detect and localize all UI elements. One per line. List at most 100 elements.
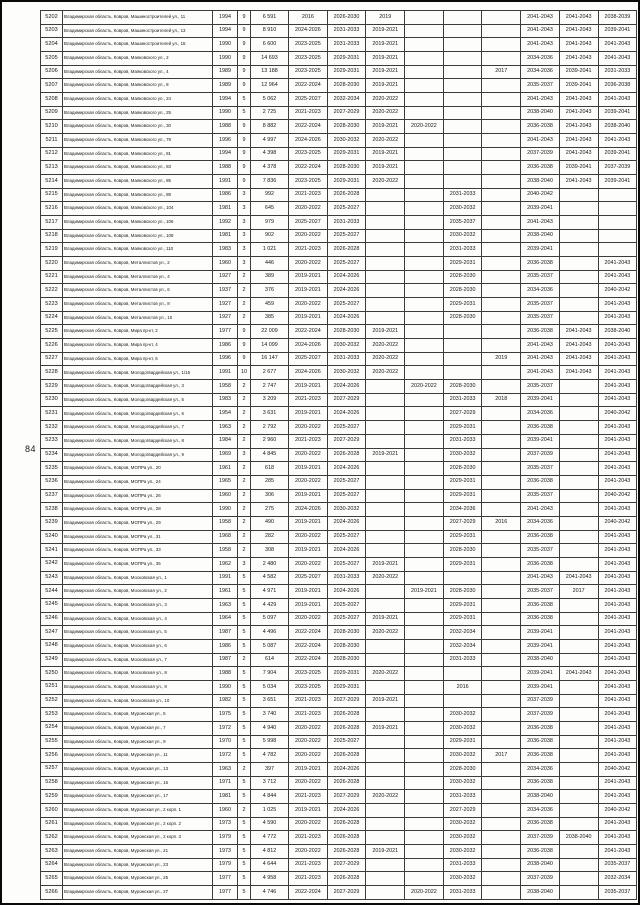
cell-p4: 2020-2022 [404,119,444,135]
cell-p8 [558,488,599,504]
cell-p8 [558,857,599,873]
cell-p6 [481,488,522,504]
cell-p5: 2030-2032 [442,830,483,845]
cell-area: 16 147 [250,351,289,367]
cell-area: 3 631 [250,406,289,422]
cell-p3 [365,529,406,545]
cell-p7: 2038-2040 [520,857,560,873]
cell-p4 [404,64,444,80]
cell-p4 [404,269,444,285]
cell-p3 [365,885,406,900]
cell-address: Владимирская область, Ковров, Мира пр-кт… [62,351,213,367]
cell-p6 [481,543,522,558]
cell-area: 2 725 [250,105,289,121]
cell-p8 [558,420,599,435]
cell-p8: 2041-2043 [558,37,599,53]
cell-year: 1996 [212,351,238,367]
cell-p6 [481,201,522,217]
cell-num: 5254 [40,720,63,736]
cell-p2: 2026-2028 [326,187,367,203]
cell-p7: 2036-2038 [520,720,560,736]
cell-num: 5226 [40,338,63,353]
cell-address: Владимирская область, Ковров, Маяковског… [62,133,213,148]
cell-p7: 2038-2040 [520,228,560,244]
cell-p8: 2041-2043 [558,174,599,189]
cell-floors: 3 [237,242,251,258]
cell-p9: 2041-2043 [597,720,638,736]
cell-area: 22 009 [250,324,289,340]
cell-area: 645 [250,201,289,217]
cell-p5: 2031-2033 [442,242,483,258]
cell-p1: 2021-2023 [288,242,328,258]
cell-p2: 2024-2026 [326,584,367,599]
cell-p9: 2040-2042 [597,488,638,504]
cell-floors: 5 [237,775,251,791]
cell-p4 [404,351,444,367]
cell-p2: 2031-2033 [326,351,367,367]
cell-p7: 2036-2038 [520,597,560,613]
cell-p8: 2041-2043 [558,51,599,66]
cell-p1: 2020-2022 [288,447,328,463]
cell-p2: 2025-2027 [326,597,367,613]
cell-p7: 2036-2038 [520,816,560,832]
cell-year: 1987 [212,625,238,640]
cell-p9: 2041-2043 [597,502,638,517]
cell-floors: 5 [237,734,251,750]
cell-p8: 2041-2043 [558,10,599,25]
cell-num: 5233 [40,433,63,449]
cell-address: Владимирская область, Ковров, Мира пр-кт… [62,324,213,340]
cell-p2: 2025-2027 [326,297,367,312]
cell-p6 [481,433,522,449]
cell-address: Владимирская область, Ковров, Московская… [62,584,213,599]
cell-num: 5207 [40,78,63,94]
cell-p4 [404,611,444,627]
cell-num: 5224 [40,310,63,326]
cell-p6 [481,611,522,627]
cell-p5: 2031-2033 [442,392,483,408]
cell-num: 5247 [40,625,63,640]
cell-p2: 2024-2026 [326,543,367,558]
cell-address: Владимирская область, Ковров, Металлисто… [62,256,213,271]
cell-floors: 9 [237,351,251,367]
cell-address: Владимирская область, Ковров, МОПРа ул.,… [62,461,213,476]
cell-p7: 2037-2039 [520,707,560,722]
cell-p6 [481,119,522,135]
cell-floors: 2 [237,392,251,408]
cell-p9: 2041-2043 [597,133,638,148]
cell-p8 [558,775,599,791]
cell-p5: 2029-2031 [442,474,483,490]
cell-p7: 2034-2036 [520,802,560,818]
cell-p5 [442,666,483,681]
cell-num: 5256 [40,748,63,763]
cell-p6 [481,269,522,285]
cell-p3 [365,830,406,845]
cell-p2: 2029-2031 [326,146,367,162]
cell-p3: 2019-2021 [365,23,406,39]
cell-p2: 2024-2026 [326,406,367,422]
cell-address: Владимирская область, Ковров, Маяковског… [62,242,213,258]
cell-p4 [404,693,444,709]
cell-year: 1986 [212,338,238,353]
cell-p4 [404,146,444,162]
cell-p4 [404,543,444,558]
cell-p9: 2031-2033 [597,64,638,80]
cell-floors: 2 [237,406,251,422]
cell-p8 [558,406,599,422]
cell-year: 1971 [212,775,238,791]
cell-p6 [481,461,522,476]
cell-p4 [404,816,444,832]
cell-p7: 2038-2040 [520,174,560,189]
cell-p3: 2020-2022 [365,625,406,640]
